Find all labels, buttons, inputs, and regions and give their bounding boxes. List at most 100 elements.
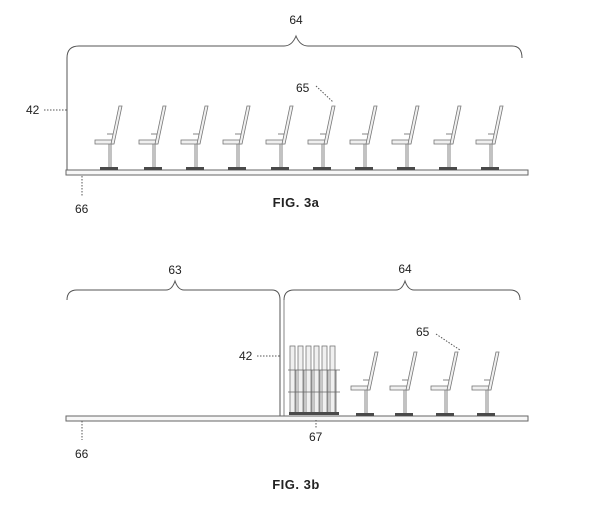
seat-back bbox=[154, 105, 167, 145]
seat-65-label: 65 bbox=[296, 81, 310, 95]
seat-pan bbox=[94, 139, 114, 145]
section-64-brace bbox=[66, 34, 523, 59]
seat-back bbox=[196, 105, 209, 145]
seat-back bbox=[407, 105, 420, 145]
seat-base bbox=[186, 167, 204, 170]
fig-3a-seat bbox=[433, 105, 462, 170]
seat-base bbox=[355, 167, 373, 170]
fig-3a-seat bbox=[349, 105, 378, 170]
seat-base bbox=[271, 167, 289, 170]
stacked-seat-back bbox=[289, 345, 296, 415]
seat-pan bbox=[391, 139, 411, 145]
seat-base bbox=[356, 413, 374, 416]
fig-3a-seat bbox=[391, 105, 420, 170]
seat-back bbox=[449, 105, 462, 145]
seat-base bbox=[313, 167, 331, 170]
stacked-seat-base bbox=[305, 412, 315, 415]
stacked-seat-back bbox=[313, 345, 320, 415]
seat-pan bbox=[433, 139, 453, 145]
fig-3b-caption: FIG. 3b bbox=[272, 477, 320, 492]
section-64-label: 64 bbox=[289, 13, 303, 27]
seat-back bbox=[487, 351, 500, 391]
stacked-seat-base bbox=[313, 412, 323, 415]
fig-3a-seat bbox=[180, 105, 209, 170]
fig-3b-seat bbox=[430, 351, 459, 416]
stacked-seat bbox=[329, 345, 339, 415]
fig-3b-seat bbox=[471, 351, 500, 416]
seat-row-3b bbox=[350, 351, 500, 416]
seat-base bbox=[439, 167, 457, 170]
seat-pan bbox=[349, 139, 369, 145]
seat-back bbox=[238, 105, 251, 145]
seat-pan bbox=[389, 385, 409, 391]
seat-pan bbox=[138, 139, 158, 145]
seat-back bbox=[323, 105, 336, 145]
seat-base bbox=[395, 413, 413, 416]
seat-back bbox=[366, 351, 379, 391]
seat-65-b-label: 65 bbox=[416, 325, 430, 339]
floor-66-b bbox=[65, 415, 529, 422]
fig-3a-seat bbox=[138, 105, 167, 170]
floor-66 bbox=[65, 169, 529, 176]
stacked-seat-back bbox=[329, 345, 336, 415]
stacked-seat-base bbox=[329, 412, 339, 415]
seat-pan bbox=[430, 385, 450, 391]
seat-pan bbox=[471, 385, 491, 391]
stacked-seat bbox=[305, 345, 315, 415]
seat-base bbox=[100, 167, 118, 170]
stacked-seat-back bbox=[321, 345, 328, 415]
stacked-seat-back bbox=[297, 345, 304, 415]
fig-3b-seat bbox=[389, 351, 418, 416]
fig-3a-caption: FIG. 3a bbox=[273, 195, 320, 210]
stacked-seat-base bbox=[289, 412, 299, 415]
fig-3a: 64 42 66 65 FIG. 3a bbox=[26, 13, 529, 216]
fig-3a-seat bbox=[265, 105, 294, 170]
stacked-seat-base bbox=[321, 412, 331, 415]
fig-3a-seat bbox=[307, 105, 336, 170]
stack-67-label: 67 bbox=[309, 430, 323, 444]
stacked-seat-back bbox=[305, 345, 312, 415]
section-64-brace-b bbox=[283, 279, 521, 301]
seat-base bbox=[144, 167, 162, 170]
seat-back bbox=[365, 105, 378, 145]
seat-pan bbox=[475, 139, 495, 145]
seat-back bbox=[281, 105, 294, 145]
seat-pan bbox=[222, 139, 242, 145]
seat-65-b-leader bbox=[435, 333, 461, 351]
seat-back bbox=[446, 351, 459, 391]
stacked-seat bbox=[321, 345, 331, 415]
stacked-seats-67 bbox=[288, 345, 340, 415]
fig-3a-seat bbox=[475, 105, 504, 170]
wall-42-b-label: 42 bbox=[239, 349, 253, 363]
section-64-label-b: 64 bbox=[398, 262, 412, 276]
fig-3b-seat bbox=[350, 351, 379, 416]
seat-base bbox=[481, 167, 499, 170]
fig-3b: 63 64 42 66 67 65 FIG. 3b bbox=[65, 262, 529, 492]
seat-back bbox=[491, 105, 504, 145]
stacked-seat bbox=[289, 345, 299, 415]
stacked-seat-base bbox=[297, 412, 307, 415]
wall-42-label: 42 bbox=[26, 103, 40, 117]
seat-pan bbox=[180, 139, 200, 145]
fig-3a-seat bbox=[222, 105, 251, 170]
stacked-seat bbox=[297, 345, 307, 415]
seat-pan bbox=[350, 385, 370, 391]
fig-3a-seat bbox=[94, 105, 123, 170]
seat-pan bbox=[307, 139, 327, 145]
seat-row-3a bbox=[94, 105, 504, 170]
seat-base bbox=[436, 413, 454, 416]
section-63-label: 63 bbox=[168, 263, 182, 277]
floor-66-b-label: 66 bbox=[75, 447, 89, 461]
seat-base bbox=[228, 167, 246, 170]
seat-pan bbox=[265, 139, 285, 145]
seat-back bbox=[405, 351, 418, 391]
seat-base bbox=[477, 413, 495, 416]
seat-base bbox=[397, 167, 415, 170]
floor-66-label: 66 bbox=[75, 202, 89, 216]
seat-back bbox=[110, 105, 123, 145]
seat-65-leader bbox=[315, 85, 334, 103]
section-63-brace bbox=[66, 279, 281, 301]
stacked-seat bbox=[313, 345, 323, 415]
